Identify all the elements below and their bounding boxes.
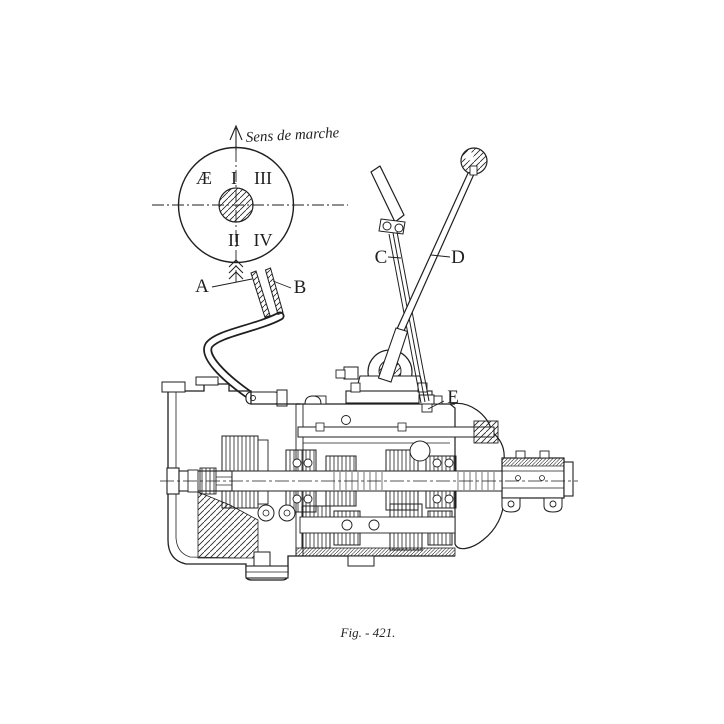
lever-d-lower-arm <box>377 327 409 383</box>
lever-c-pivot-1 <box>382 221 392 231</box>
counter-roller-1 <box>341 519 353 531</box>
callout-labels: A B C D E <box>195 247 465 410</box>
leader-e <box>427 400 445 410</box>
shift-pattern-hub <box>218 187 254 223</box>
figure-caption: Fig. - 421. <box>340 625 396 640</box>
leader-d <box>430 254 451 258</box>
gear-knob-highlight <box>464 151 474 161</box>
callout-a: A <box>195 276 209 297</box>
callout-c: C <box>375 247 388 268</box>
drain-tab <box>347 555 375 567</box>
clutch-lever-tube-core <box>204 313 283 397</box>
gear-knob-socket <box>469 165 478 176</box>
position-second-label: II <box>228 230 240 250</box>
callout-d: D <box>451 247 465 268</box>
sump-hatch-strip <box>295 547 456 557</box>
sleeve-bolt-1 <box>515 475 521 481</box>
shift-pattern-diagram: Sens de marche Æ I III II IV <box>152 124 348 283</box>
sleeve-bump-2 <box>539 450 550 459</box>
lever-c-handle <box>370 165 405 223</box>
bell-top-block-1 <box>161 381 186 393</box>
callout-b: B <box>294 277 307 298</box>
tower-side-nut <box>335 369 346 379</box>
position-first-label: I <box>231 168 237 188</box>
sleeve-hatch-band <box>501 457 565 467</box>
roller-1 <box>257 504 275 522</box>
rail-screw-2 <box>397 422 407 432</box>
lever-c-pivot-2 <box>394 223 404 233</box>
sleeve-bump-1 <box>515 450 526 459</box>
roller-2-bore <box>283 509 291 517</box>
shift-rail <box>297 426 495 438</box>
control-rod-a <box>250 270 271 319</box>
bell-top-block-2 <box>195 376 219 386</box>
gearbox-cutaway <box>160 349 578 581</box>
position-fourth-label: IV <box>254 230 273 250</box>
case-top-cap <box>304 395 322 405</box>
idler-circle <box>409 440 431 462</box>
shift-pattern-circle <box>177 146 295 264</box>
clutch-linkage <box>203 267 288 407</box>
leader-a <box>211 278 253 288</box>
mount-lug-hole-1 <box>507 500 515 508</box>
fletch-arrow <box>228 259 244 280</box>
leader-c <box>387 256 402 259</box>
tower-side-fitting <box>343 366 359 380</box>
sleeve-end-cap <box>563 461 574 497</box>
bell-inner-wall <box>175 392 241 559</box>
direction-label: Sens de marche <box>245 125 340 146</box>
direction-arrow-head <box>229 124 243 141</box>
control-levers <box>370 147 488 404</box>
bearing-balls <box>292 458 454 504</box>
counter-roller-2 <box>368 519 380 531</box>
control-rod-b <box>264 267 284 316</box>
roller-2 <box>278 504 296 522</box>
position-reverse-label: Æ <box>196 168 212 188</box>
fitting-e-nut <box>421 403 433 413</box>
tower-stud-1 <box>350 382 361 393</box>
cross-shaft-nut <box>276 389 288 407</box>
gear-train-internals <box>160 415 578 551</box>
sleeve-bolt-2 <box>539 475 545 481</box>
leader-b <box>272 280 292 289</box>
callout-e: E <box>447 387 459 408</box>
rail-screw-1 <box>315 422 325 432</box>
input-shaft <box>166 467 233 495</box>
fork-pivot <box>341 415 351 425</box>
mount-foot-web <box>253 551 271 567</box>
roller-1-bore <box>262 509 270 517</box>
rail-support <box>473 420 499 444</box>
position-third-label: III <box>254 168 272 188</box>
mount-lug-hole-2 <box>549 500 557 508</box>
